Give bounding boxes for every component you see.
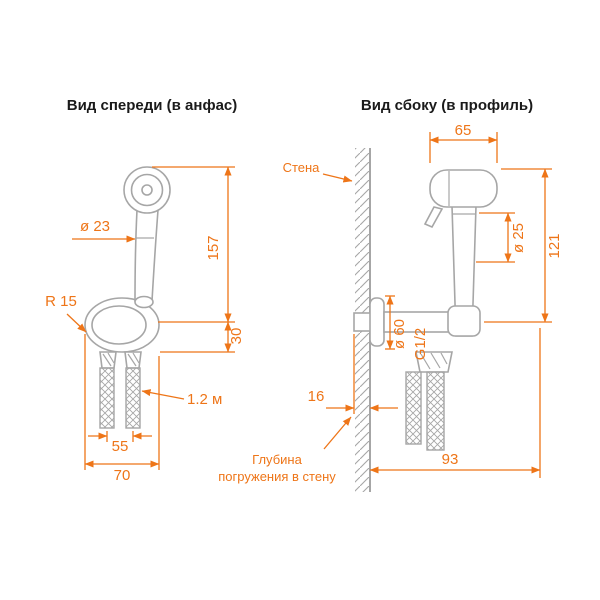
dim-width-label: 70	[114, 467, 131, 484]
dim-spacing-label: 55	[112, 438, 129, 455]
dim-hose-length-label: 1.2 м	[187, 391, 222, 408]
sprayer-head-profile	[429, 169, 498, 208]
dim-handle-diameter-label: ø 25	[510, 223, 527, 253]
holder-inner-ring	[91, 305, 147, 345]
dim-radius-label: R 15	[45, 293, 77, 310]
dim-radius-leader	[66, 313, 87, 333]
dim-height-label: 157	[205, 235, 222, 260]
sprayer-handle	[134, 209, 159, 302]
front-view-title: Вид спереди (в анфас)	[67, 97, 238, 114]
dim-wall-depth-label: 16	[308, 388, 325, 405]
right-hose	[125, 367, 141, 429]
dim-head-width-label: 65	[455, 122, 472, 139]
left-hose	[99, 367, 115, 429]
dim-flange-diameter-label: ø 60	[391, 319, 408, 349]
trigger-lever	[423, 206, 444, 229]
side-view-dimensions: Стена 65 ø 25 121 ø 60 G1/2 16 Глубина п…	[218, 122, 563, 484]
right-connection-nut	[124, 351, 142, 369]
sprayer-head-ring	[130, 173, 164, 207]
dim-head-diameter-label: ø 23	[80, 218, 110, 235]
embedded-pipe-stub	[353, 312, 372, 332]
depth-caption-leader	[323, 416, 352, 450]
dim-offset-label: 30	[228, 328, 245, 345]
side-view-title: Вид сбоку (в профиль)	[361, 97, 533, 114]
dim-thread-label: G1/2	[412, 328, 429, 361]
right-hose-side	[426, 371, 445, 451]
side-view-drawing	[353, 148, 498, 492]
front-view-drawing	[84, 166, 171, 429]
dim-offset-from-wall-label: 93	[442, 451, 459, 468]
connection-nut-side	[415, 351, 453, 373]
wall-label-leader	[322, 173, 353, 183]
sprayer-head-center	[141, 184, 153, 196]
depth-caption-line2: погружения в стену	[218, 469, 336, 484]
dim-side-height-label: 121	[546, 233, 563, 258]
front-view-dimensions: ø 23 157 30 R 15 1.2 м 55 70	[45, 166, 245, 484]
left-connection-nut	[99, 351, 117, 369]
wall-label: Стена	[283, 160, 321, 175]
wall-flange	[369, 297, 385, 347]
holder-clamp	[447, 305, 481, 337]
dim-hose-length-leader	[141, 389, 185, 400]
depth-caption-line1: Глубина	[252, 452, 302, 467]
handle-ball-end	[134, 295, 154, 309]
left-hose-side	[405, 371, 422, 445]
